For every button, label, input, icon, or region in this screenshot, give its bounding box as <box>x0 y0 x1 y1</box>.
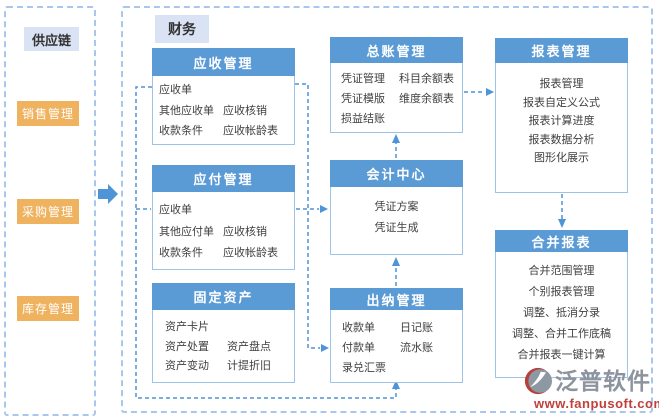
list-item: 资产盘点 <box>227 340 271 353</box>
reports-items: 报表管理 报表自定义公式 报表计算进度 报表数据分析 图形化展示 <box>496 63 627 168</box>
list-item: 科目余额表 <box>399 73 454 85</box>
payables-items: 应收单 其他应付单 应收核销 收款条件 应收帐龄表 <box>153 192 294 265</box>
fanpu-logo-icon <box>524 367 552 395</box>
supply-to-finance-arrow <box>98 184 118 204</box>
list-item: 应收单 <box>159 84 192 96</box>
list-item: 计提折旧 <box>227 360 271 372</box>
list-item: 收款条件 <box>159 125 203 137</box>
payables-title: 应付管理 <box>152 165 295 192</box>
list-item: 报表数据分析 <box>528 133 595 146</box>
list-item: 流水账 <box>400 342 433 354</box>
receivables-box: 应收管理 应收单 其他应收单 应收核销 收款条件 应收帐龄表 <box>152 48 295 145</box>
general-ledger-items: 凭证管理 科目余额表 凭证模版 维度余额表 损益结账 <box>331 63 462 129</box>
general-ledger-box: 总账管理 凭证管理 科目余额表 凭证模版 维度余额表 损益结账 <box>330 37 463 133</box>
list-item: 应收帐龄表 <box>223 247 278 259</box>
list-item: 调整、合并工作底稿 <box>512 328 611 340</box>
list-item: 凭证生成 <box>374 222 419 234</box>
vendor-logo: 泛普软件 www.fanpusoft.com <box>524 367 659 415</box>
sidebar-item-inventory: 库存管理 <box>17 296 79 321</box>
finance-label: 财务 <box>155 15 209 43</box>
supply-chain-label: 供应链 <box>24 27 79 51</box>
list-item: 收款条件 <box>159 247 203 259</box>
list-item: 维度余额表 <box>399 93 454 105</box>
list-item: 凭证管理 <box>341 73 385 85</box>
general-ledger-title: 总账管理 <box>330 37 463 63</box>
list-item: 其他应收单 <box>159 104 214 117</box>
accounting-center-items: 凭证方案 凭证生成 <box>331 187 462 239</box>
list-item: 资产变动 <box>165 360 209 372</box>
reports-title: 报表管理 <box>495 38 628 63</box>
list-item: 报表自定义公式 <box>523 96 600 109</box>
fixed-assets-items: 资产卡片 资产处置 资产盘点 资产变动 计提折旧 <box>153 310 294 377</box>
list-item: 应收核销 <box>223 104 267 117</box>
list-item: 其他应付单 <box>159 225 214 238</box>
sidebar-item-purchasing: 采购管理 <box>17 199 79 224</box>
list-item <box>223 80 290 101</box>
list-item: 调整、抵消分录 <box>523 307 600 319</box>
list-item <box>399 109 460 129</box>
list-item: 报表管理 <box>539 78 584 90</box>
list-item: 合并范围管理 <box>528 265 595 277</box>
supply-chain-panel <box>4 6 96 416</box>
receivables-title: 应收管理 <box>152 48 295 76</box>
reports-box: 报表管理 报表管理 报表自定义公式 报表计算进度 报表数据分析 图形化展示 <box>495 38 628 193</box>
consolidated-reports-box: 合并报表 合并范围管理 个别报表管理 调整、抵消分录 调整、合并工作底稿 合并报… <box>495 230 628 378</box>
list-item: 个别报表管理 <box>528 286 595 298</box>
list-item <box>223 200 290 222</box>
list-item: 资产处置 <box>165 340 209 353</box>
list-item: 凭证模版 <box>341 93 385 105</box>
list-item: 收款单 <box>342 322 375 334</box>
consolidated-reports-title: 合并报表 <box>495 230 628 252</box>
list-item: 报表计算进度 <box>528 115 595 128</box>
receivables-items: 应收单 其他应收单 应收核销 收款条件 应收帐龄表 <box>153 76 294 142</box>
accounting-center-box: 会计中心 凭证方案 凭证生成 <box>330 160 463 255</box>
list-item: 应收单 <box>159 204 192 216</box>
consolidated-reports-items: 合并范围管理 个别报表管理 调整、抵消分录 调整、合并工作底稿 合并报表一键计算 <box>496 252 627 366</box>
sidebar-item-sales: 销售管理 <box>17 101 79 126</box>
list-item <box>227 318 290 338</box>
accounting-center-title: 会计中心 <box>330 160 463 187</box>
list-item: 资产卡片 <box>165 321 209 333</box>
list-item: 合并报表一键计算 <box>517 349 606 361</box>
cashier-items: 收款单 日记账 付款单 流水账 录兑汇票 <box>331 310 462 378</box>
cashier-box: 出纳管理 收款单 日记账 付款单 流水账 录兑汇票 <box>330 288 463 383</box>
list-item: 图形化展示 <box>534 152 589 165</box>
list-item: 日记账 <box>400 322 433 334</box>
finance-panel <box>121 6 653 413</box>
list-item: 凭证方案 <box>374 201 419 213</box>
cashier-title: 出纳管理 <box>330 288 463 310</box>
list-item: 付款单 <box>342 342 375 354</box>
payables-box: 应付管理 应收单 其他应付单 应收核销 收款条件 应收帐龄表 <box>152 165 295 270</box>
vendor-url-link[interactable]: www.fanpusoft.com <box>534 396 659 411</box>
fixed-assets-title: 固定资产 <box>152 283 295 310</box>
list-item: 应收帐龄表 <box>223 125 278 137</box>
vendor-name: 泛普软件 <box>555 368 651 394</box>
list-item: 损益结账 <box>341 113 385 125</box>
list-item: 录兑汇票 <box>342 362 386 374</box>
fixed-assets-box: 固定资产 资产卡片 资产处置 资产盘点 资产变动 计提折旧 <box>152 283 295 383</box>
list-item: 应收核销 <box>223 225 267 238</box>
list-item <box>400 358 460 378</box>
